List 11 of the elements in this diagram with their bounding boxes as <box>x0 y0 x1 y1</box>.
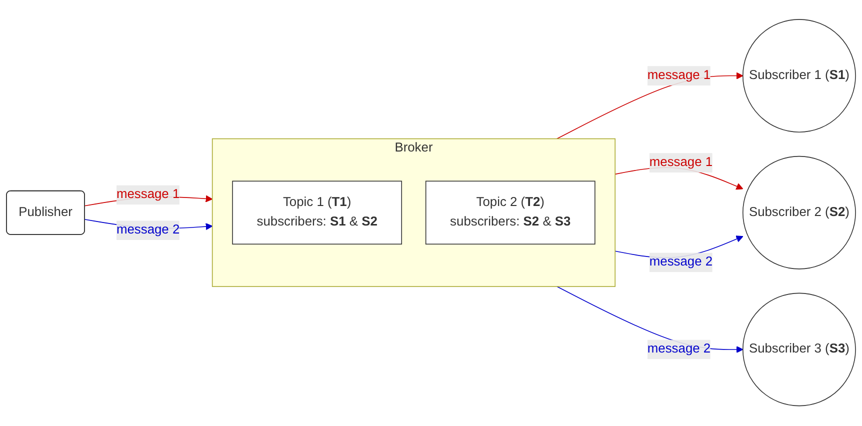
node-circle: Subscriber 3 (S3) <box>742 293 856 407</box>
edge-label: message 2 <box>649 256 713 270</box>
edge-label: message 2 <box>116 223 180 238</box>
node-circle: Subscriber 1 (S1) <box>742 19 856 133</box>
node-box: Topic 1 (T1) subscribers: S1 & S2 <box>232 181 402 245</box>
edge-label: message 1 <box>647 68 711 83</box>
node-box: Topic 2 (T2) subscribers: S2 & S3 <box>425 181 596 245</box>
edge-label: message 2 <box>647 342 711 356</box>
edge-label: message 1 <box>116 188 180 202</box>
node-circle: Subscriber 2 (S2) <box>742 156 856 270</box>
edge-label: message 1 <box>649 156 713 170</box>
